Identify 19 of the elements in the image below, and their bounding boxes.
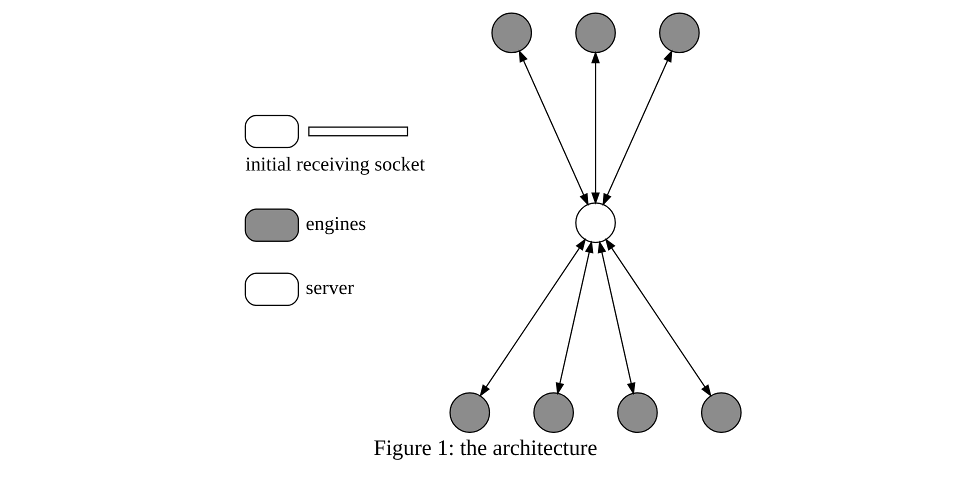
arrow [602, 50, 672, 206]
arrow [555, 240, 593, 396]
legend-label: engines [305, 212, 366, 235]
caption: Figure 1: the architecture [373, 435, 597, 460]
node-circle [574, 202, 616, 244]
arrow [604, 238, 712, 397]
arrow [478, 238, 586, 397]
node-circle [532, 392, 574, 433]
node-circle [616, 392, 658, 433]
legend-label: initial receiving socket [244, 154, 424, 176]
arrow [597, 240, 635, 396]
node-circle [448, 392, 490, 433]
arrow [518, 50, 588, 206]
node-circle [658, 12, 700, 54]
node-circle [490, 12, 532, 54]
node-circle [574, 12, 616, 54]
node-circle [700, 392, 742, 433]
legend-label: server [305, 277, 354, 300]
arrow [590, 50, 600, 205]
